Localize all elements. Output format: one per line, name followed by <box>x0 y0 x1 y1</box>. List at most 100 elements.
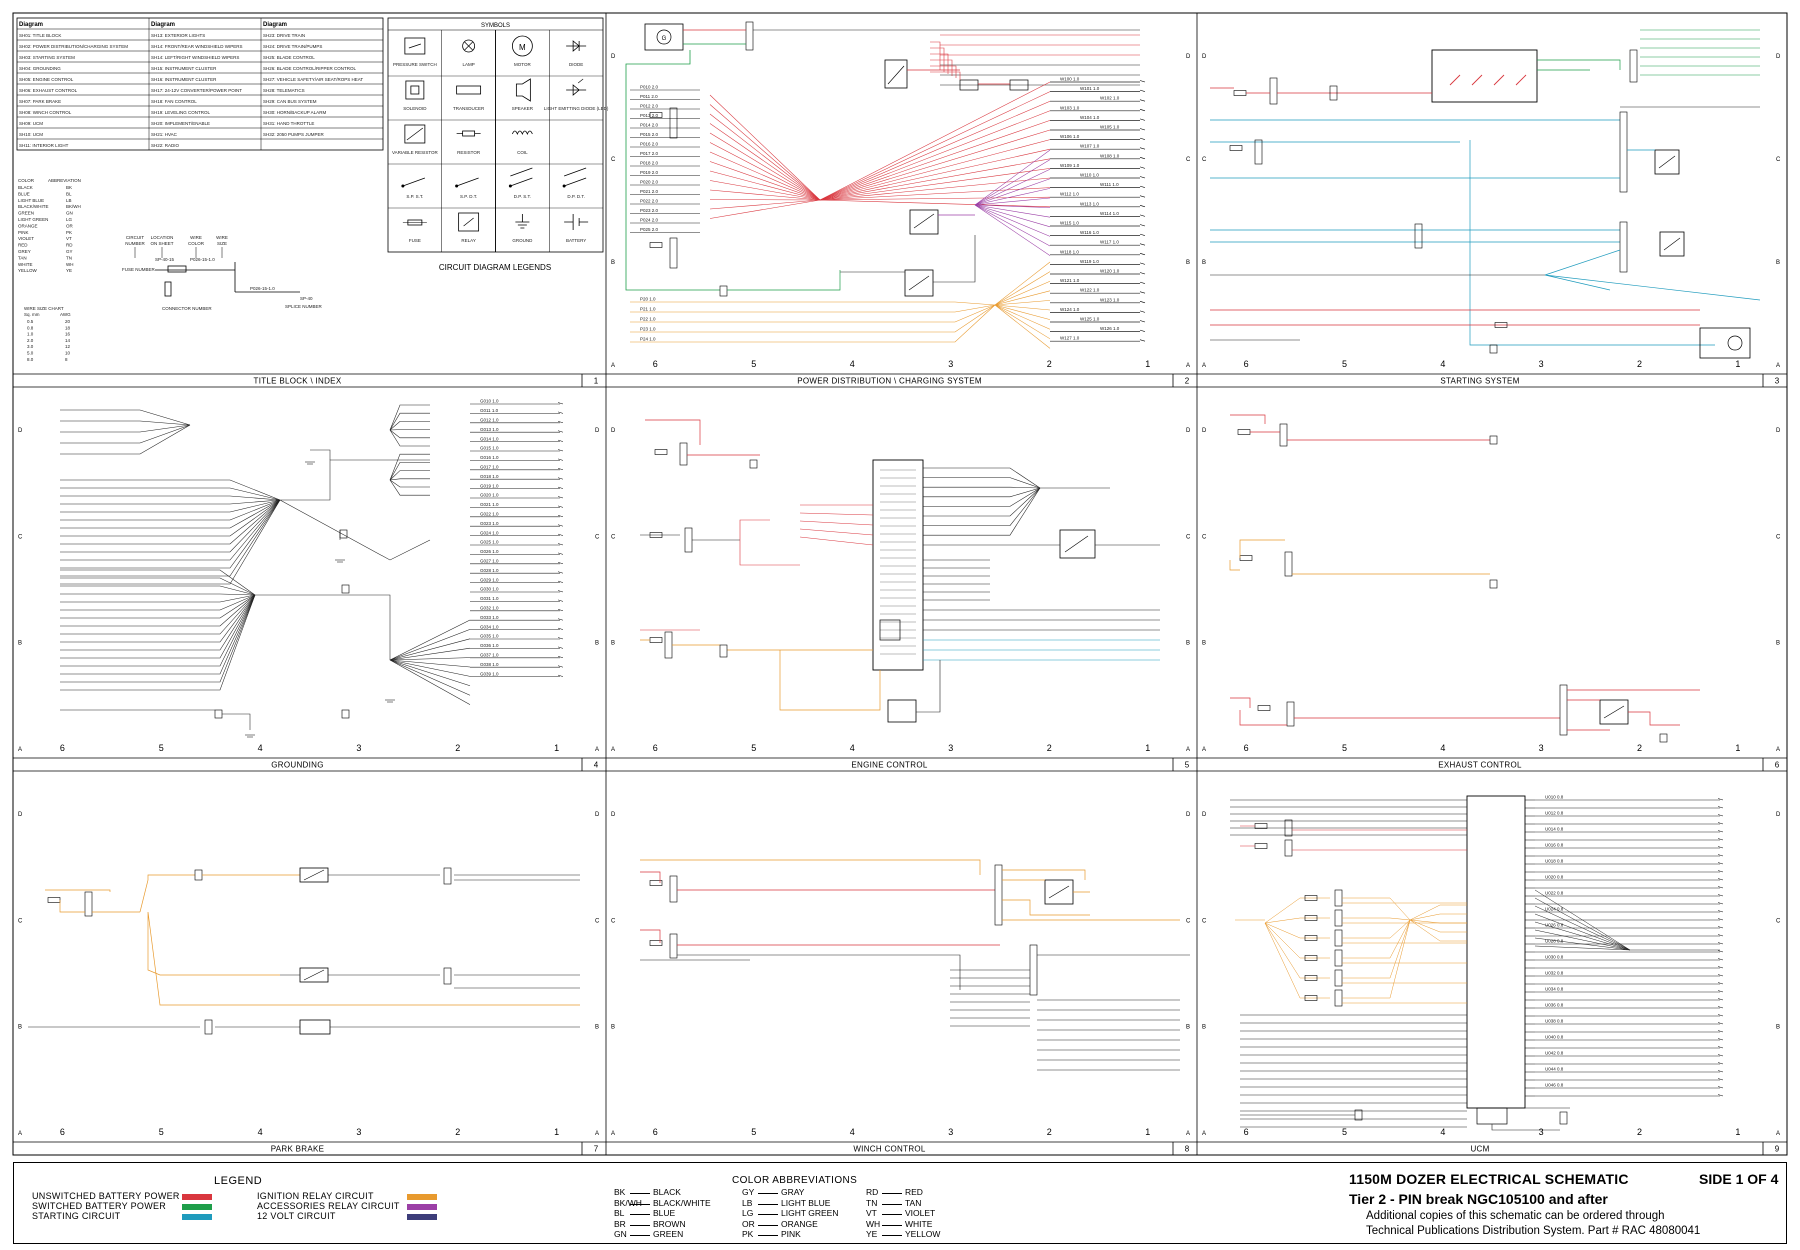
unswitched-power-wire <box>709 189 821 201</box>
symbol-label: MOTOR <box>514 62 531 67</box>
color-table-header: ABBREVIATION <box>48 178 81 183</box>
legend-color-swatch <box>182 1204 212 1210</box>
zone-column-label: 6 <box>60 743 65 753</box>
wire-arrow <box>1717 1030 1724 1033</box>
fuse <box>1304 975 1318 981</box>
ground-wire <box>389 657 471 661</box>
wire-arrow <box>557 468 564 471</box>
starter-relay-connector <box>1619 111 1628 193</box>
color-name: TAN <box>18 255 27 260</box>
winch-relay <box>1048 885 1070 899</box>
connector <box>1334 929 1343 947</box>
circuit-label: U046 0.8 <box>1545 1083 1564 1088</box>
ignition-relay-wire <box>994 290 1051 306</box>
battery-disconnect-switch <box>887 65 905 85</box>
color-code: WH <box>866 1218 881 1229</box>
zone-column-label: 4 <box>258 743 263 753</box>
wire-example-label: COLOR <box>188 241 205 246</box>
zone-column-label: 2 <box>455 1127 460 1137</box>
panel-number: 1 <box>594 377 599 386</box>
connector <box>1254 139 1263 165</box>
ground-wire <box>60 499 281 529</box>
zone-row-label: D <box>595 812 600 818</box>
wire-arrow <box>1717 886 1724 889</box>
circuit-label: U032 0.8 <box>1545 971 1564 976</box>
color-name: LIGHT GREEN <box>781 1208 839 1218</box>
wire-size-awg: 14 <box>65 338 71 343</box>
ground-wire <box>389 479 430 488</box>
accessories-relay-wire <box>974 188 1051 206</box>
fuse <box>649 880 663 886</box>
zone-row-label: B <box>18 1025 22 1031</box>
zone-row-label: B <box>611 1025 615 1031</box>
wire-example-label: WIRE <box>216 235 228 240</box>
index-cell: SH31: HAND THROTTLE <box>263 121 314 126</box>
index-cell: SH26: BLADE CONTROL/RIPPER CONTROL <box>263 66 357 71</box>
ignition-relay-wire <box>630 304 996 313</box>
outer-border <box>12 12 1788 1156</box>
wire <box>923 487 1041 536</box>
index-cell: SH14: FRONT/REAR WINDSHIELD WIPERS <box>151 44 243 49</box>
wire-example-label: CONNECTOR NUMBER <box>162 306 212 311</box>
vehicle-safety-relay <box>1663 237 1681 251</box>
connector <box>204 1019 213 1035</box>
tier-pin-break: Tier 2 - PIN break NGC105100 and after <box>1349 1191 1608 1207</box>
ignition-relay-wire <box>994 304 1051 320</box>
zone-row-label: B <box>611 641 615 647</box>
zone-row-label: C <box>595 534 600 540</box>
winch-relay-connector <box>994 864 1003 926</box>
circuit-label: W116 1.0 <box>1080 230 1099 235</box>
wire <box>923 487 1041 517</box>
ignition-relay-wire <box>1342 919 1467 1004</box>
connector <box>1284 839 1293 857</box>
panel-title: ENGINE CONTROL <box>851 761 927 770</box>
wire-example-code: P026-15-1.0 <box>190 257 215 262</box>
circuit-label: G035 1.0 <box>480 634 499 639</box>
connector <box>1269 77 1278 105</box>
circuit-label: G033 1.0 <box>480 615 499 620</box>
unswitched-power-wire <box>819 187 1051 201</box>
circuit-label: W100 1.0 <box>1060 77 1080 82</box>
unswitched-power-wire <box>640 871 995 891</box>
unswitched-power-wire <box>1230 414 1490 441</box>
wire-arrow <box>557 637 564 640</box>
ground-wire <box>389 659 471 705</box>
ground-wire <box>60 424 191 444</box>
zone-row-label: A <box>611 747 615 753</box>
unswitched-power-wire <box>930 65 957 78</box>
zone-column-label: 5 <box>159 1127 164 1137</box>
connector <box>443 967 452 985</box>
symbol-label: PRESSURE SWITCH <box>393 62 437 67</box>
zone-column-label: 5 <box>1342 743 1347 753</box>
circuit-diagram-legends-caption: CIRCUIT DIAGRAM LEGENDS <box>439 263 551 272</box>
wire <box>916 660 941 713</box>
panel-number: 6 <box>1775 761 1780 770</box>
circuit-label: G031 1.0 <box>480 596 499 601</box>
circuit-label: U028 0.8 <box>1545 939 1564 944</box>
switch-icon <box>510 177 533 187</box>
wire <box>923 487 1041 526</box>
connector <box>1334 969 1343 987</box>
zone-row-label: A <box>1186 747 1190 753</box>
wire-arrow <box>1139 291 1146 294</box>
circuit-label: W113 1.0 <box>1080 201 1099 206</box>
circuit-label: P22 1.0 <box>640 317 656 322</box>
wire-size-awg: 10 <box>65 351 71 356</box>
color-name: GREY <box>18 249 31 254</box>
wire-arrow <box>1139 272 1146 275</box>
ground-wire <box>60 577 256 596</box>
wire-arrow <box>1139 166 1146 169</box>
fuse <box>649 532 663 538</box>
unswitched-power-wire <box>709 199 821 210</box>
circuit-label: P018 2.0 <box>640 161 659 166</box>
unswitched-power-wire <box>709 199 821 219</box>
color-code-leader <box>630 1208 650 1215</box>
circuit-label: W125 1.0 <box>1080 317 1100 322</box>
wire-example-label: LOCATION <box>151 235 174 240</box>
color-abbreviation: LB <box>66 198 72 203</box>
connector <box>1286 701 1295 727</box>
circuit-label: P016 2.0 <box>640 142 659 147</box>
ground-wire <box>60 594 256 691</box>
unswitched-power-wire <box>819 129 1051 201</box>
